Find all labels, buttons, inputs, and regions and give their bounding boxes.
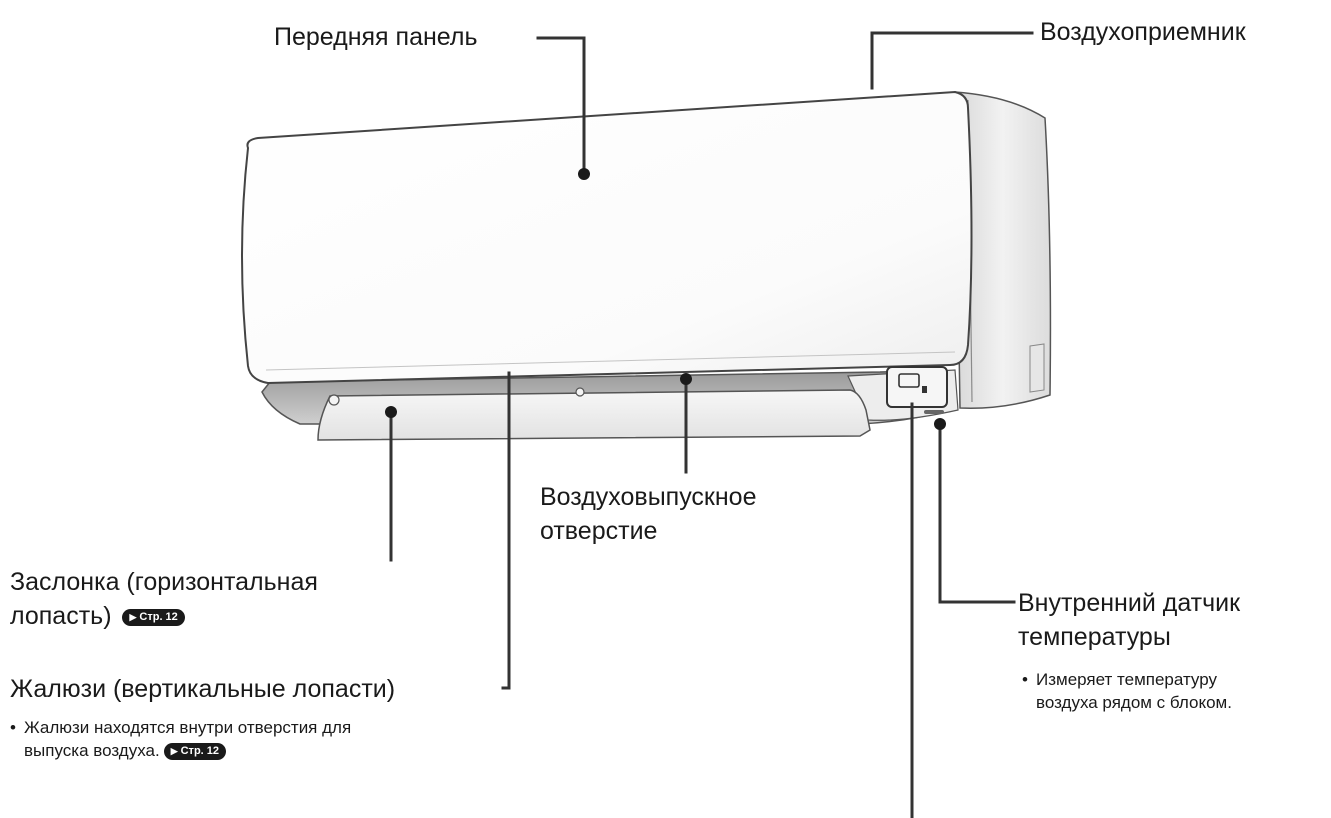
dot-front-panel bbox=[578, 168, 590, 180]
label-temp-sensor-line1: Внутренний датчик bbox=[1018, 589, 1241, 617]
note-temp-sensor-line1: • Измеряет температуру bbox=[1022, 668, 1232, 691]
note-louvers-line2: выпуска воздуха.▶Стр. 12 bbox=[10, 739, 351, 762]
note-louvers: • Жалюзи находятся внутри отверстия для в… bbox=[10, 716, 351, 762]
side-casing bbox=[954, 91, 1052, 409]
leader-air-intake bbox=[870, 31, 1034, 90]
note-temp-sensor: • Измеряет температуру воздуха рядом с бл… bbox=[1022, 668, 1232, 714]
label-front-panel: Передняя панель bbox=[274, 23, 478, 51]
leader-temp-sensor bbox=[938, 422, 1016, 604]
side-cap bbox=[1029, 343, 1045, 393]
play-icon: ▶ bbox=[129, 611, 137, 622]
label-flap-line2-text: лопасть) bbox=[10, 602, 112, 630]
note-temp-sensor-text2: воздуха рядом с блоком. bbox=[1036, 693, 1232, 712]
sensor-slot bbox=[924, 410, 944, 414]
bullet-icon: • bbox=[1022, 670, 1028, 689]
front-panel bbox=[241, 90, 973, 385]
display-led bbox=[922, 386, 927, 393]
front-panel-bottom-edge bbox=[265, 351, 956, 371]
label-air-intake: Воздухоприемник bbox=[1040, 18, 1246, 46]
flap-pivot-mid bbox=[575, 387, 585, 397]
flap-pivot-left bbox=[328, 394, 340, 406]
label-temp-sensor: Внутренний датчик температуры bbox=[1018, 586, 1240, 654]
note-louvers-text2: выпуска воздуха. bbox=[24, 741, 160, 760]
note-temp-sensor-text1: Измеряет температуру bbox=[1036, 670, 1218, 689]
dot-air-outlet bbox=[680, 373, 692, 385]
leader-front-panel bbox=[536, 36, 586, 174]
note-louvers-text1: Жалюзи находятся внутри отверстия для bbox=[24, 718, 352, 737]
page-ref-badge[interactable]: ▶Стр. 12 bbox=[122, 608, 185, 626]
note-temp-sensor-line2: воздуха рядом с блоком. bbox=[1022, 691, 1232, 714]
label-flap: Заслонка (горизонтальная лопасть) ▶Стр. … bbox=[10, 565, 318, 633]
page-ref-text: Стр. 12 bbox=[139, 610, 178, 623]
leader-louvers bbox=[501, 371, 511, 690]
play-icon: ▶ bbox=[170, 746, 178, 757]
label-temp-sensor-line2: температуры bbox=[1018, 623, 1171, 651]
label-air-outlet-line1: Воздуховыпускное bbox=[540, 483, 757, 511]
note-louvers-line1: • Жалюзи находятся внутри отверстия для bbox=[10, 716, 351, 739]
label-air-outlet: Воздуховыпускное отверстие bbox=[540, 480, 756, 548]
bullet-icon: • bbox=[10, 718, 16, 737]
display-icon bbox=[898, 373, 920, 388]
label-air-outlet-line2: отверстие bbox=[540, 517, 658, 545]
label-flap-line2: лопасть) ▶Стр. 12 bbox=[10, 599, 318, 633]
label-flap-line1: Заслонка (горизонтальная bbox=[10, 568, 318, 596]
dot-flap bbox=[385, 406, 397, 418]
horizontal-flap bbox=[317, 389, 871, 441]
dot-temp-sensor bbox=[934, 418, 946, 430]
page-ref-text: Стр. 12 bbox=[180, 745, 220, 758]
label-louvers: Жалюзи (вертикальные лопасти) bbox=[10, 675, 396, 703]
page-ref-badge[interactable]: ▶Стр. 12 bbox=[163, 743, 227, 761]
